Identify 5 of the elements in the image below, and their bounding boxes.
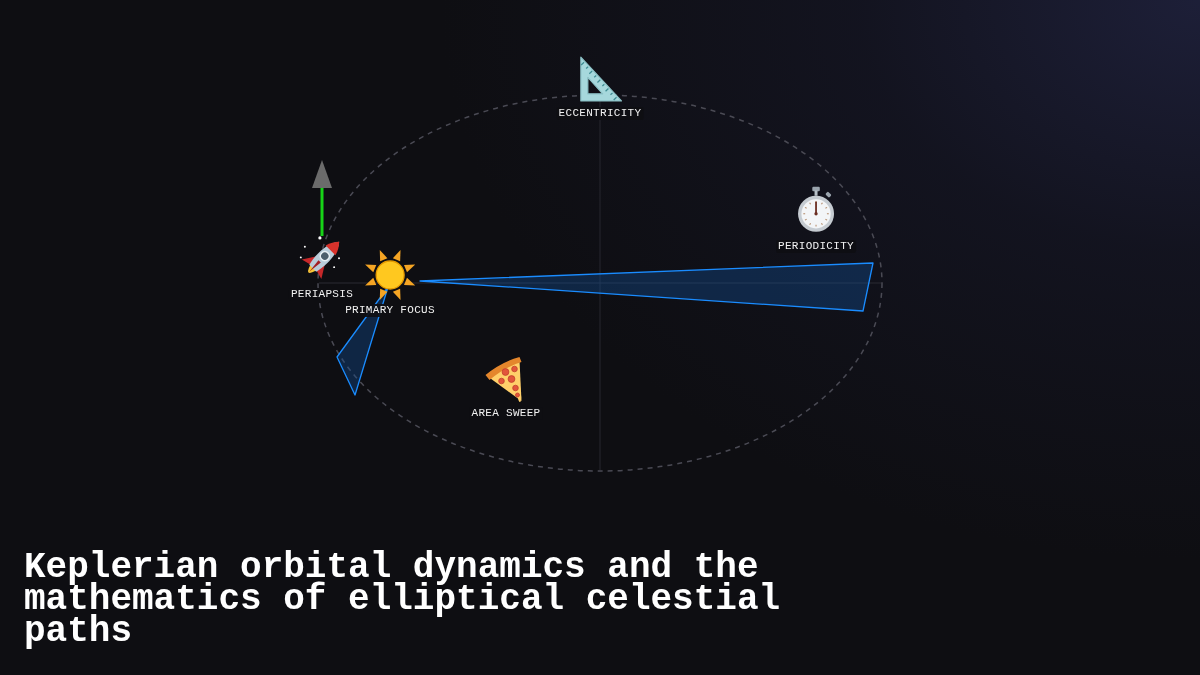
icon-caption: PERIAPSIS [288,288,356,301]
icon-caption: ECCENTRICITY [556,107,644,120]
icon-caption: PERIODICITY [776,240,856,253]
icon-caption: PRIMARY FOCUS [343,304,437,317]
diagram-title: Keplerian orbital dynamics and the mathematics of elliptical celestial paths [24,552,782,648]
